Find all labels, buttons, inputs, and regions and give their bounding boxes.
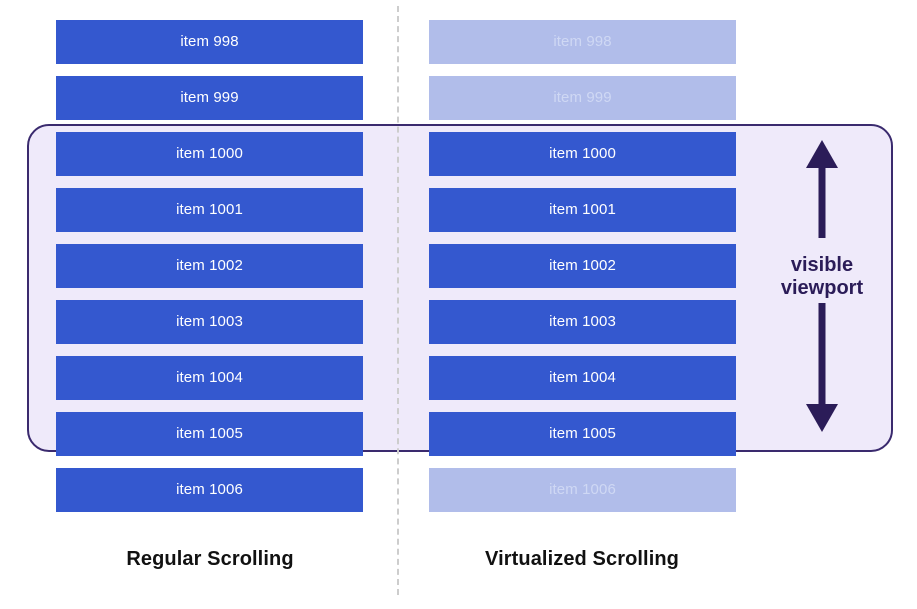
list-item[interactable]: item 1004	[429, 356, 736, 400]
list-item[interactable]: item 1000	[56, 132, 363, 176]
list-item[interactable]: item 1006	[56, 468, 363, 512]
list-item[interactable]: item 1006	[429, 468, 736, 512]
caption-regular-scrolling: Regular Scrolling	[126, 548, 294, 570]
list-item[interactable]: item 1000	[429, 132, 736, 176]
vertical-dashed-divider	[397, 6, 399, 595]
visible-viewport-label: visible viewport	[762, 254, 882, 300]
visible-viewport-annotation: visible viewport	[762, 138, 882, 438]
list-item[interactable]: item 999	[429, 76, 736, 120]
list-item[interactable]: item 1002	[56, 244, 363, 288]
double-headed-vertical-arrow-icon	[806, 140, 838, 432]
list-item[interactable]: item 999	[56, 76, 363, 120]
list-item[interactable]: item 1003	[429, 300, 736, 344]
list-item[interactable]: item 998	[56, 20, 363, 64]
list-item[interactable]: item 998	[429, 20, 736, 64]
list-item[interactable]: item 1005	[56, 412, 363, 456]
list-item[interactable]: item 1001	[56, 188, 363, 232]
list-item[interactable]: item 1005	[429, 412, 736, 456]
caption-virtualized-scrolling: Virtualized Scrolling	[485, 548, 679, 570]
list-item[interactable]: item 1003	[56, 300, 363, 344]
visible-viewport-label-line1: visible	[790, 254, 854, 276]
list-item[interactable]: item 1004	[56, 356, 363, 400]
list-item[interactable]: item 1001	[429, 188, 736, 232]
visible-viewport-label-line2: viewport	[780, 277, 864, 299]
list-item[interactable]: item 1002	[429, 244, 736, 288]
